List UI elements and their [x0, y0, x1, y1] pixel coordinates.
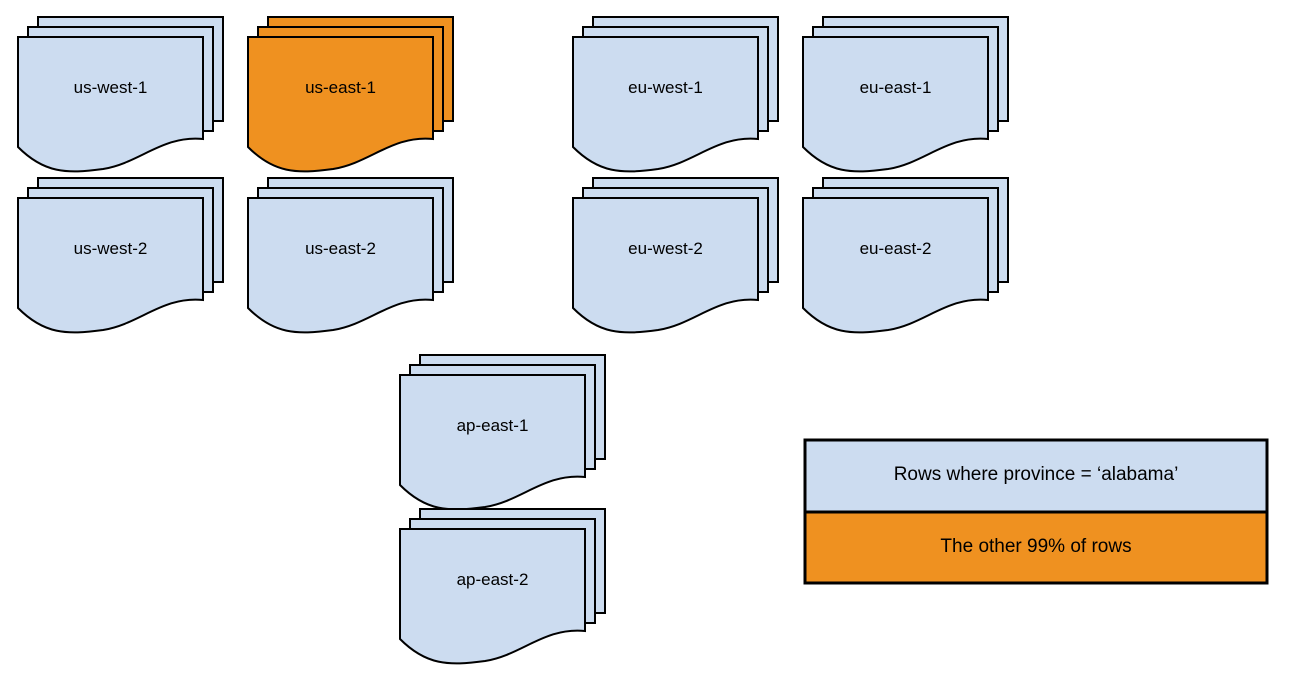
document-sheet-front	[399, 374, 586, 511]
document-stack-eu-west-1[interactable]	[572, 16, 779, 173]
document-stack-eu-west-2[interactable]	[572, 177, 779, 334]
document-sheet-front	[802, 197, 989, 334]
legend-row-alabama-label: Rows where province = ‘alabama’	[893, 464, 1179, 485]
document-stack-us-east-2[interactable]	[247, 177, 454, 334]
document-sheet-front	[802, 36, 989, 173]
document-sheet-front	[17, 197, 204, 334]
document-stack-us-east-1[interactable]	[247, 16, 454, 173]
document-sheet-front	[399, 528, 586, 665]
document-stack-ap-east-1[interactable]	[399, 354, 606, 511]
document-stack-eu-east-2[interactable]	[802, 177, 1009, 334]
legend-row-other-label: The other 99% of rows	[940, 535, 1132, 557]
document-stack-us-west-2[interactable]	[17, 177, 224, 334]
document-sheet-front	[247, 36, 434, 173]
document-sheet-front	[572, 197, 759, 334]
legend-swatch-other	[803, 510, 1269, 585]
document-sheet-front	[247, 197, 434, 334]
document-stack-us-west-1[interactable]	[17, 16, 224, 173]
document-stack-eu-east-1[interactable]	[802, 16, 1009, 173]
document-stack-ap-east-2[interactable]	[399, 508, 606, 665]
document-sheet-front	[17, 36, 204, 173]
legend	[803, 438, 1269, 585]
document-sheet-front	[572, 36, 759, 173]
